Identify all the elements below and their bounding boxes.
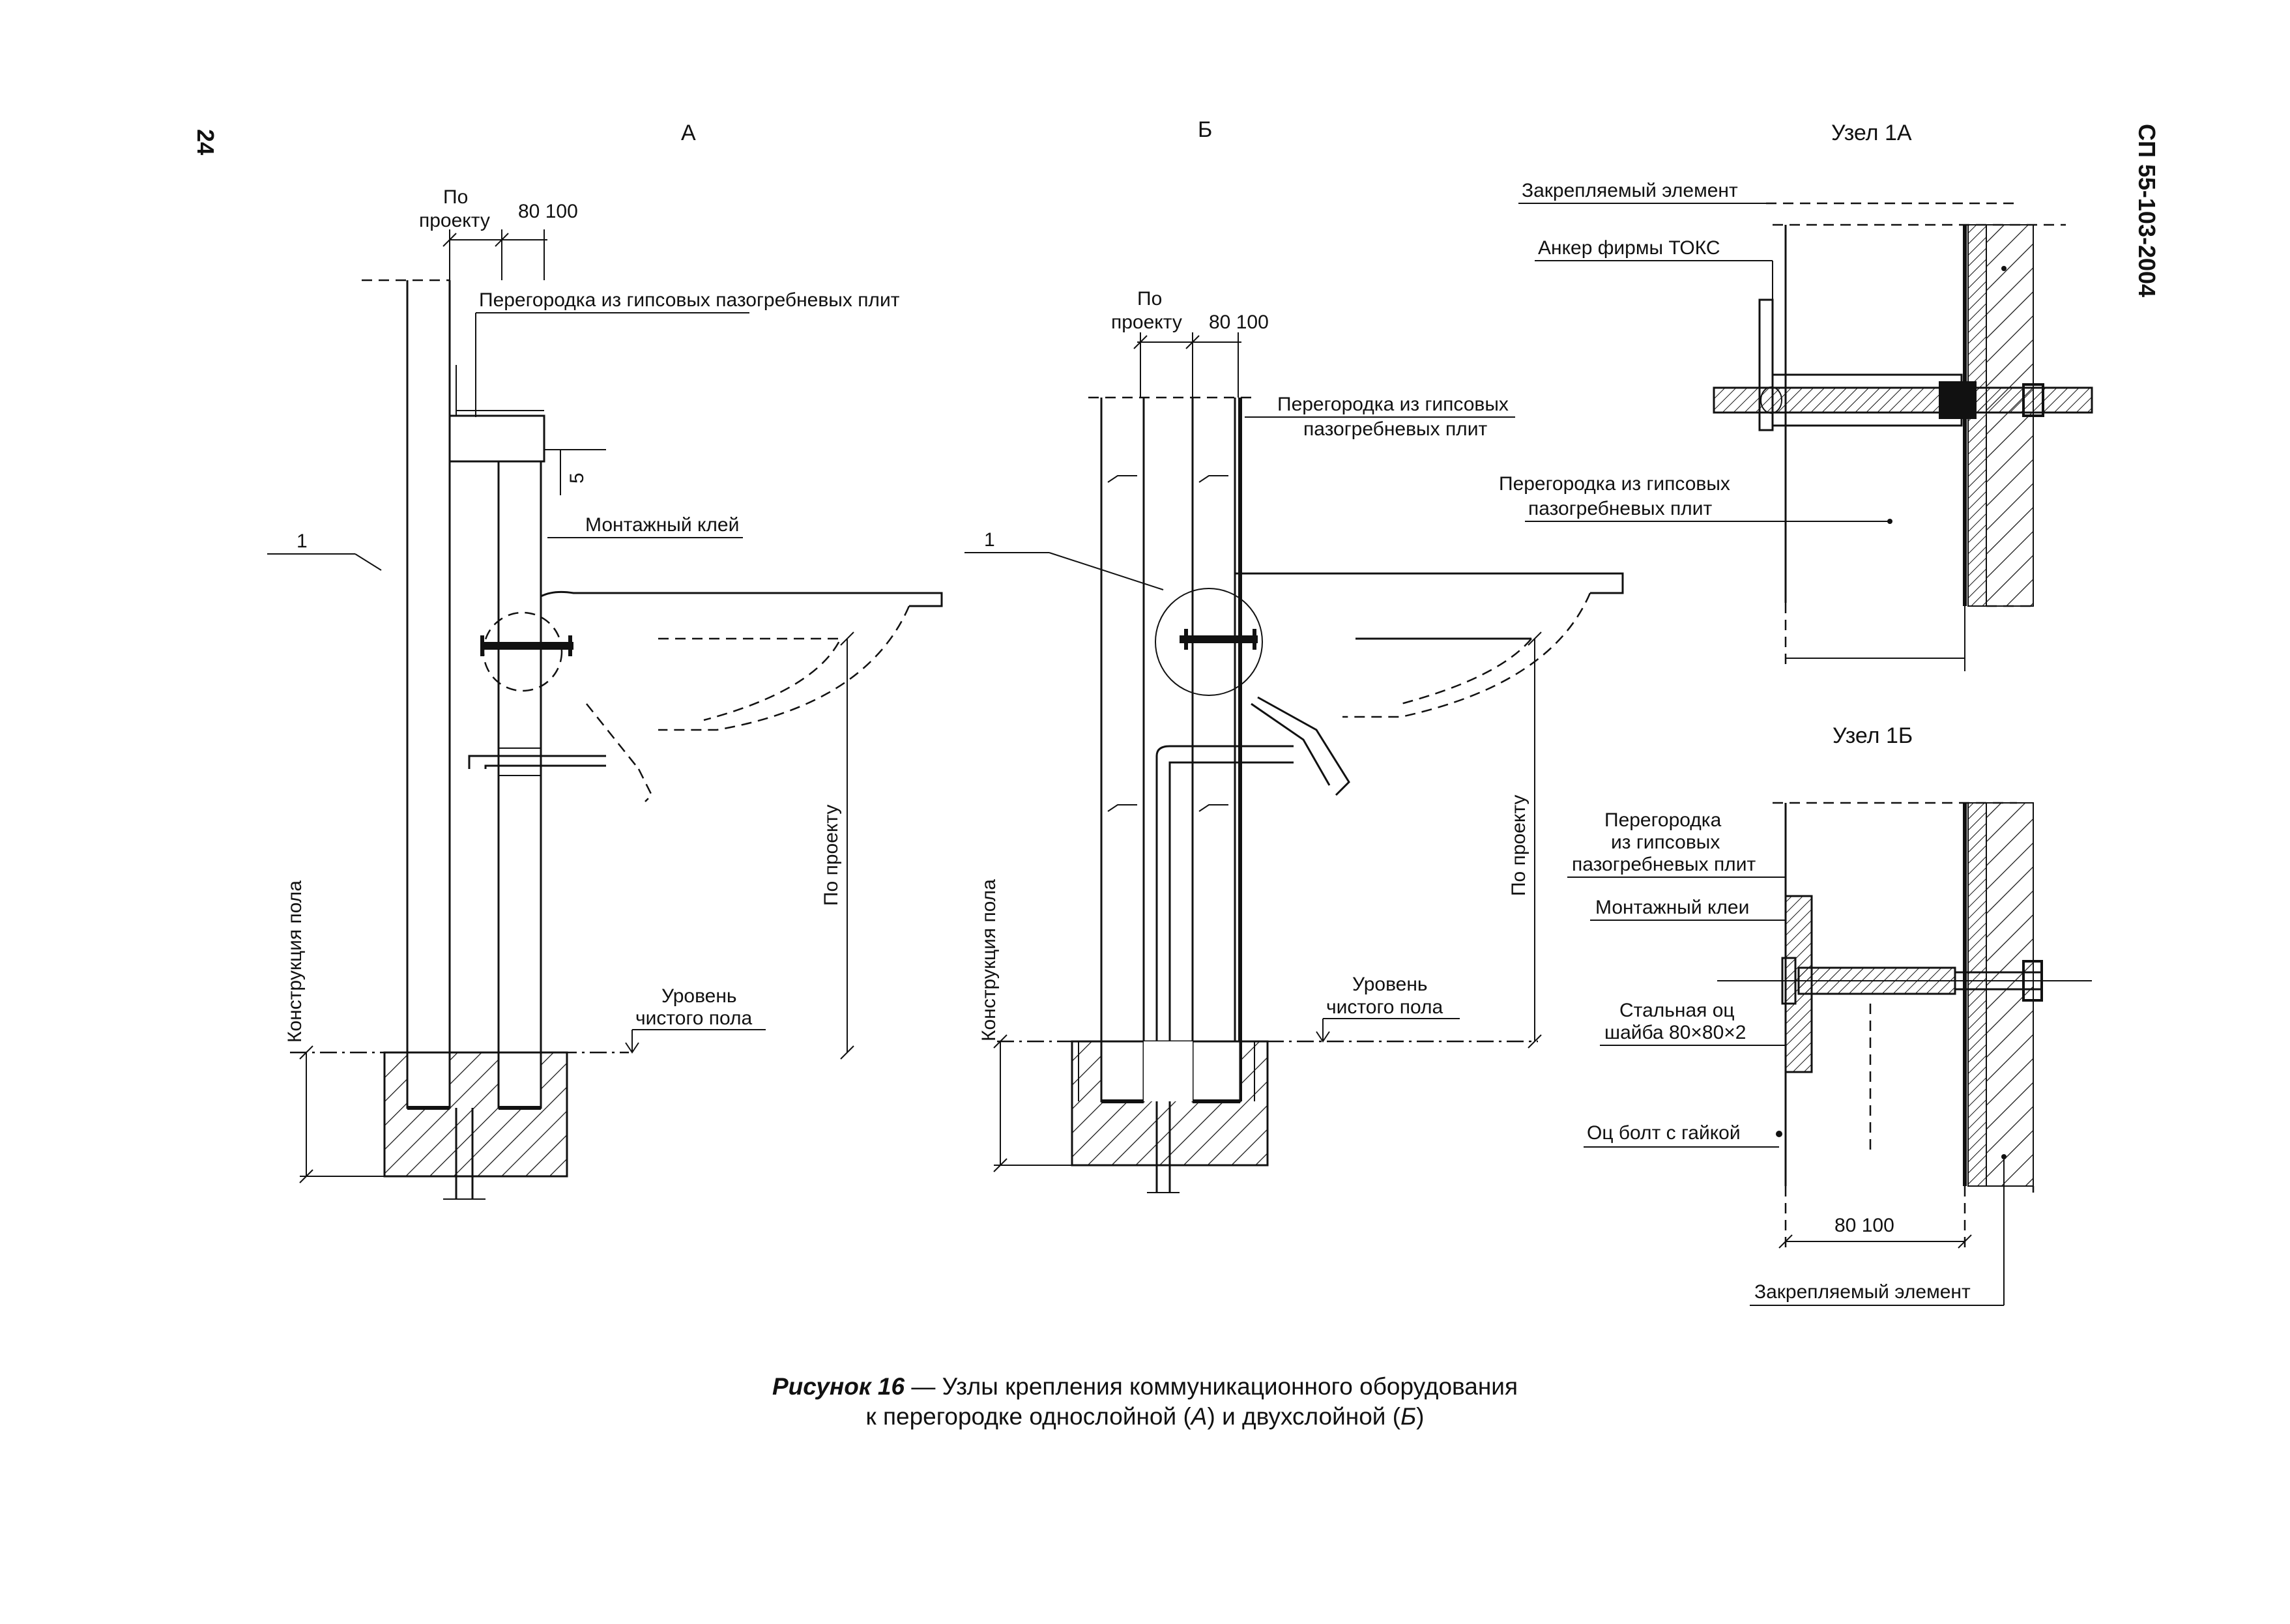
caption-dash: — <box>905 1373 942 1400</box>
node-1b-title: Узел 1Б <box>1833 723 1913 748</box>
panel-a-callout-1: 1 <box>297 530 308 552</box>
panel-b-title: Б <box>1198 117 1212 142</box>
panel-b-by-project: По проекту <box>1508 795 1529 896</box>
panel-b-floor-level-2: чистого пола <box>1326 996 1443 1018</box>
node-1b-partition-2: из гипсовых <box>1611 832 1720 853</box>
document-code: СП 55-103-2004 <box>2134 124 2160 297</box>
node-1b-partition-3: пазогребневых плит <box>1572 854 1756 875</box>
node-1b-glue: Монтажный клеи <box>1595 897 1749 918</box>
node-1a-partition-1: Перегородка из гипсовых <box>1499 473 1730 495</box>
panel-a: А По проекту 80 100 5 Перегородка из гип… <box>267 121 943 1200</box>
node-1a-partition-2: пазогребневых плит <box>1528 498 1712 519</box>
node-1b-bolt: Оц болт с гайкой <box>1587 1122 1741 1144</box>
panel-b-partition-2: пазогребневых плит <box>1303 418 1487 440</box>
panel-a-floor-construction: Конструкция пола <box>284 880 306 1043</box>
panel-a-title: А <box>681 121 696 145</box>
caption-line2-b: Б <box>1400 1403 1417 1430</box>
caption-line2-post: ) <box>1416 1403 1425 1430</box>
caption-line2-pre: к перегородке однослойной ( <box>865 1403 1191 1430</box>
caption-line-2: к перегородке однослойной (А) и двухслой… <box>0 1402 2290 1432</box>
caption-line2-a: А <box>1191 1403 1208 1430</box>
panel-b-floor-level-1: Уровень <box>1352 974 1428 995</box>
panel-a-partition-label: Перегородка из гипсовых пазогребневых пл… <box>479 289 900 311</box>
panel-b-callout-1: 1 <box>984 529 995 551</box>
node-1a-title: Узел 1А <box>1831 121 1912 145</box>
node-1b-fixed-element: Закрепляемый элемент <box>1754 1281 1971 1303</box>
node-1a-fixed-element: Закрепляемый элемент <box>1522 180 1738 201</box>
panel-b-dim-po: По <box>1137 288 1162 310</box>
node-1b-dim-80-100: 80 100 <box>1834 1215 1894 1236</box>
panel-a-dim-5: 5 <box>566 472 588 484</box>
caption-line2-mid: ) и двухслойной ( <box>1207 1403 1401 1430</box>
node-1a-anchor: Анкер фирмы ТОКС <box>1538 237 1720 259</box>
caption-line1-text: Узлы крепления коммуникационного оборудо… <box>942 1373 1518 1400</box>
caption-figure-label: Рисунок 16 <box>772 1373 905 1400</box>
panel-b-dim-proektu: проекту <box>1111 312 1182 333</box>
node-1b: Узел 1Б Перегородка из гипсовых пазогреб… <box>1567 723 2092 1306</box>
panel-a-by-project: По проекту <box>820 805 842 906</box>
node-1a: Узел 1А Закрепляемый элемент Анкер фирмы… <box>1499 121 2093 671</box>
node-1b-washer-2: шайба 80×80×2 <box>1604 1022 1746 1043</box>
panel-a-floor-level-2: чистого пола <box>635 1008 753 1029</box>
panel-b-dim-80-100: 80 100 <box>1209 312 1269 333</box>
panel-b: Б По проекту 80 100 Перегородка из гипсо… <box>964 117 1624 1193</box>
page-number: 24 <box>192 129 219 155</box>
panel-a-glue-label: Монтажный клей <box>585 514 739 536</box>
caption-line-1: Рисунок 16 — Узлы крепления коммуникацио… <box>0 1372 2290 1402</box>
panel-a-dim-po: По <box>443 186 468 208</box>
node-1b-partition-1: Перегородка <box>1604 809 1722 831</box>
panel-a-dim-80-100: 80 100 <box>518 201 578 222</box>
panel-a-dim-proektu: проекту <box>419 210 490 231</box>
panel-b-partition-1: Перегородка из гипсовых <box>1277 394 1509 415</box>
figure-caption: Рисунок 16 — Узлы крепления коммуникацио… <box>0 1372 2290 1432</box>
panel-b-floor-construction: Конструкция пола <box>978 879 1000 1041</box>
panel-a-floor-level-1: Уровень <box>661 985 737 1007</box>
node-1b-washer-1: Стальная оц <box>1619 1000 1735 1021</box>
